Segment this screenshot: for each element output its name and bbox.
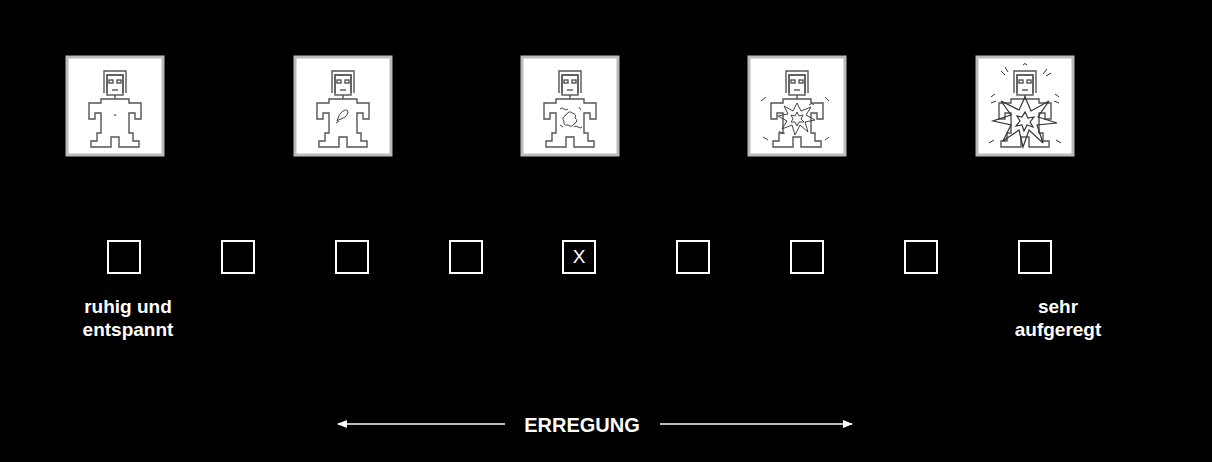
check-box: X: [562, 240, 596, 274]
manikin-panel: [67, 57, 163, 155]
axis-label: ERREGUNG: [518, 413, 646, 437]
manikin-panel: [977, 57, 1073, 155]
manikin-panel: [522, 57, 618, 155]
manikin-panel: [749, 57, 845, 155]
manikin-panel: [295, 57, 391, 155]
check-mark: X: [573, 246, 586, 268]
check-boxes: [108, 241, 1051, 273]
scale-end-label: ruhig und entspannt: [63, 296, 193, 342]
scale-end-label: sehr aufgeregt: [993, 296, 1123, 342]
